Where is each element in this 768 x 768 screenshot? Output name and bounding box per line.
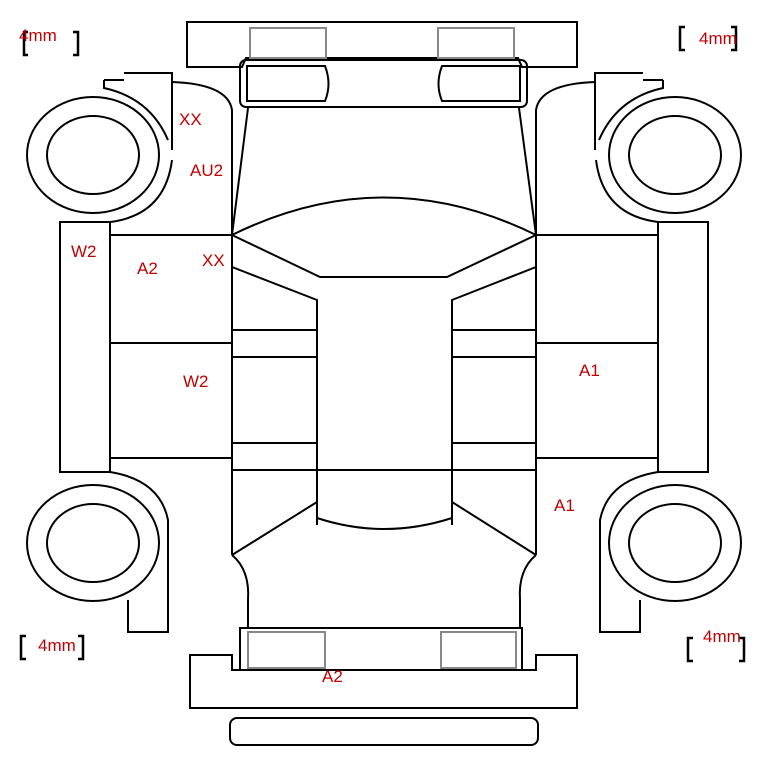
damage-label: XX: [202, 251, 225, 270]
damage-label: A2: [322, 667, 343, 686]
tread-brackets: [19, 25, 746, 663]
left-doors: [59, 221, 232, 473]
tread-depth-front-left: 4mm: [19, 26, 57, 45]
tread-depth-rear-right: 4mm: [703, 627, 741, 646]
front-bumper: [186, 21, 578, 68]
right-doors: [536, 221, 709, 473]
side-windows: [231, 329, 537, 556]
tread-depth-front-right: 4mm: [699, 29, 737, 48]
damage-label: W2: [71, 242, 97, 261]
damage-label: A1: [554, 496, 575, 515]
damage-label: AU2: [190, 161, 223, 180]
windshield: [231, 196, 537, 530]
damage-label: XX: [179, 110, 202, 129]
rear-section: [189, 554, 578, 746]
damage-label: W2: [183, 372, 209, 391]
wheels: [26, 96, 742, 633]
body-outline: [103, 72, 664, 555]
front-headlights: [239, 59, 528, 108]
tread-depth-rear-left: 4mm: [38, 636, 76, 655]
damage-label: A2: [137, 259, 158, 278]
damage-label: A1: [579, 361, 600, 380]
